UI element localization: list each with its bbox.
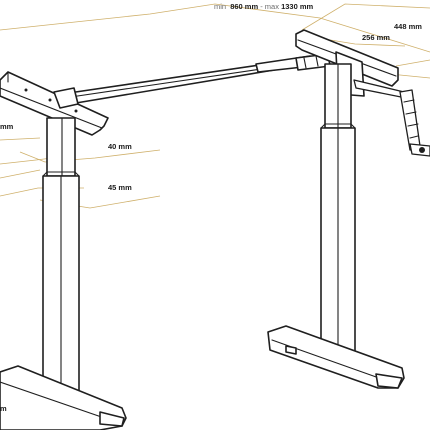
crank-knob xyxy=(419,147,425,153)
right-foot-leveler xyxy=(285,345,297,355)
mount-hole xyxy=(48,98,52,102)
hand-crank-icon xyxy=(353,79,430,157)
left-dim-line-1 xyxy=(0,137,41,141)
upper-column-line-2 xyxy=(0,169,41,179)
right-leg xyxy=(267,29,405,389)
left-leg xyxy=(0,71,127,430)
crossbar xyxy=(53,53,331,109)
height-range-line xyxy=(0,3,430,53)
left-foot xyxy=(0,365,127,430)
mount-hole xyxy=(24,88,28,92)
left-upper-column xyxy=(46,117,76,177)
upper-column-label: 40 mm xyxy=(108,142,132,151)
left-foot-cap xyxy=(99,411,125,427)
height-range-label: min 860 mm - max 1330 mm xyxy=(214,2,313,11)
cut-upper-label: mm xyxy=(0,122,14,131)
bracket-width-label: 256 mm xyxy=(362,33,390,42)
right-foot-cap xyxy=(375,373,403,389)
lower-column-label: 45 mm xyxy=(108,183,132,192)
cut-bottom-label: m xyxy=(0,404,7,413)
dimension-labels: min 860 mm - max 1330 mm 448 mm 256 mm m… xyxy=(0,2,422,413)
frame-depth-label: 448 mm xyxy=(394,22,422,31)
frame-depth-line xyxy=(301,3,430,31)
crank-arm xyxy=(399,89,421,151)
frame-depth-line-2 xyxy=(395,59,430,67)
crossbar-main xyxy=(61,61,287,105)
upper-column-line xyxy=(19,149,161,163)
crossbar-left-joint xyxy=(53,87,79,109)
mount-hole xyxy=(74,109,78,113)
right-foot xyxy=(267,325,405,389)
